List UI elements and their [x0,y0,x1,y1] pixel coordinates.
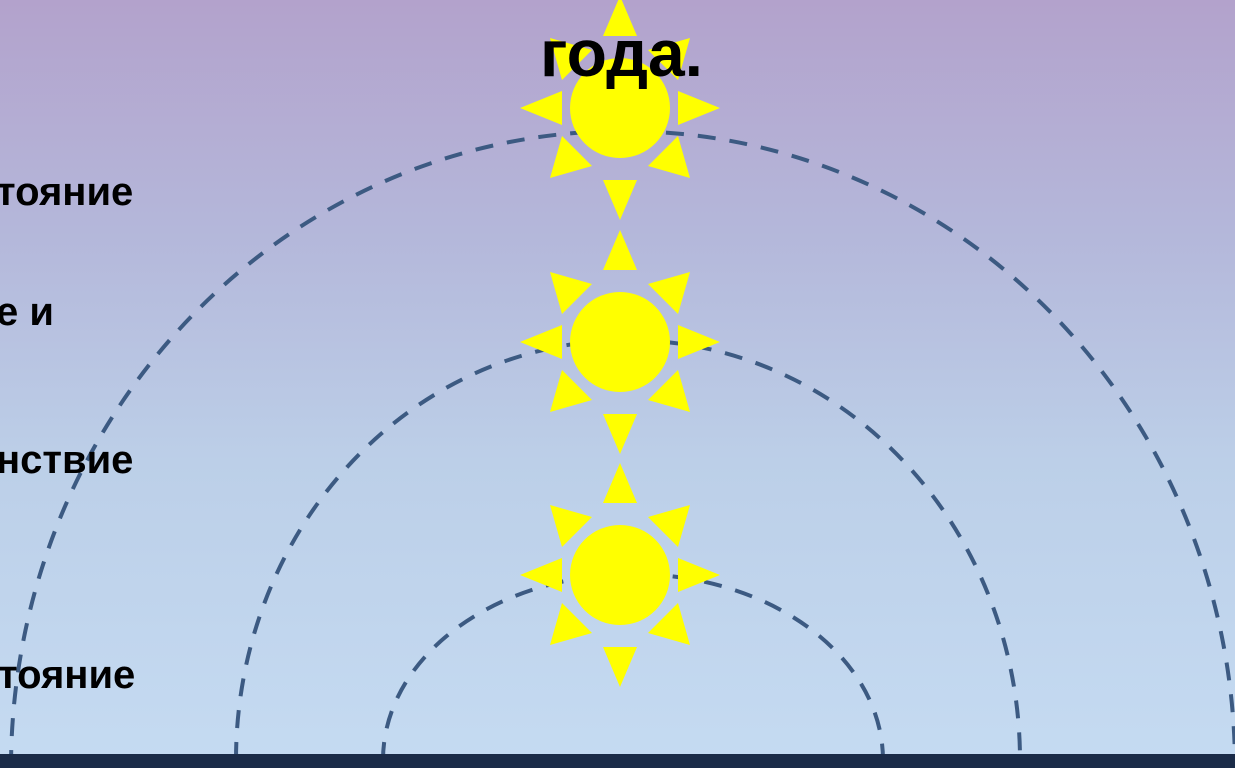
sun-icon-equinox [520,230,720,454]
label-spring-autumn: е и [0,292,54,332]
slide-title: года. [540,20,703,86]
sun-icon-winter [520,463,720,687]
horizon-line [0,754,1235,768]
label-winter-solstice: тояние [0,655,135,695]
label-summer-solstice: тояние [0,172,133,212]
label-equinox: нствие [0,440,133,480]
